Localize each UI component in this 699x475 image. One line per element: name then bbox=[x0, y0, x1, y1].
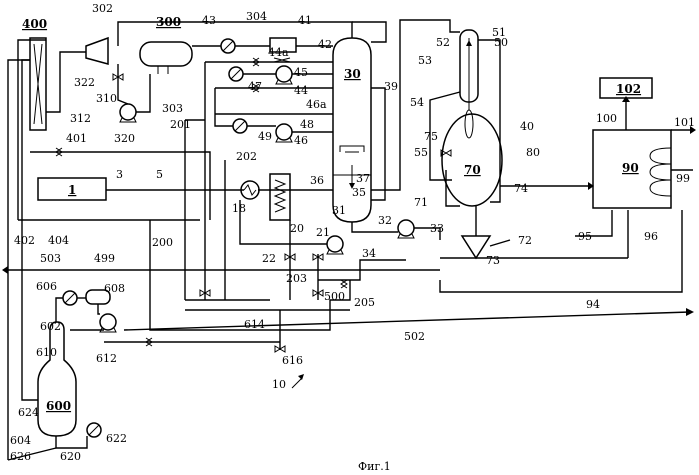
label-37: 37 bbox=[356, 172, 370, 185]
cooler-622 bbox=[87, 423, 101, 437]
label-21: 21 bbox=[316, 226, 330, 239]
unit-label-70: 70 bbox=[464, 163, 481, 177]
cooler-43 bbox=[221, 39, 235, 53]
label-608: 608 bbox=[104, 282, 125, 295]
label-616: 616 bbox=[282, 354, 303, 367]
label-71: 71 bbox=[414, 196, 428, 209]
label-612: 612 bbox=[96, 352, 117, 365]
pump-48 bbox=[276, 124, 292, 142]
label-44: 44 bbox=[294, 84, 308, 97]
label-201: 201 bbox=[170, 118, 191, 131]
label-402: 402 bbox=[14, 234, 35, 247]
label-43: 43 bbox=[202, 14, 216, 27]
label-33: 33 bbox=[430, 222, 444, 235]
label-624: 624 bbox=[18, 406, 39, 419]
label-80: 80 bbox=[526, 146, 540, 159]
exchanger-20 bbox=[270, 174, 290, 220]
label-45: 45 bbox=[294, 66, 308, 79]
label-39: 39 bbox=[384, 80, 398, 93]
unit-label-400: 400 bbox=[22, 17, 47, 31]
label-310: 310 bbox=[96, 92, 117, 105]
label-35: 35 bbox=[352, 186, 366, 199]
label-47: 47 bbox=[248, 80, 262, 93]
label-75: 75 bbox=[424, 130, 438, 143]
label-302: 302 bbox=[92, 2, 113, 15]
unit-label-1: 1 bbox=[68, 183, 76, 197]
label-99: 99 bbox=[676, 172, 690, 185]
label-303: 303 bbox=[162, 102, 183, 115]
label-304: 304 bbox=[246, 10, 267, 23]
label-604: 604 bbox=[10, 434, 31, 447]
cooler-49 bbox=[233, 119, 247, 133]
pump-33 bbox=[398, 220, 414, 238]
label-3: 3 bbox=[116, 168, 123, 181]
label-49: 49 bbox=[258, 130, 272, 143]
label-53: 53 bbox=[418, 54, 432, 67]
label-602: 602 bbox=[40, 320, 61, 333]
label-610: 610 bbox=[36, 346, 57, 359]
label-100: 100 bbox=[596, 112, 617, 125]
label-101: 101 bbox=[674, 116, 695, 129]
label-401: 401 bbox=[66, 132, 87, 145]
label-40: 40 bbox=[520, 120, 534, 133]
label-51: 51 bbox=[492, 26, 506, 39]
unit-label-102: 102 bbox=[616, 82, 641, 96]
cooler-47 bbox=[229, 67, 243, 81]
label-72: 72 bbox=[518, 234, 532, 247]
label-322: 322 bbox=[74, 76, 95, 89]
label-18: 18 bbox=[232, 202, 246, 215]
label-312: 312 bbox=[70, 112, 91, 125]
label-502: 502 bbox=[404, 330, 425, 343]
label-20: 20 bbox=[290, 222, 304, 235]
label-96: 96 bbox=[644, 230, 658, 243]
pump-320 bbox=[120, 104, 136, 122]
label-320: 320 bbox=[114, 132, 135, 145]
label-200: 200 bbox=[152, 236, 173, 249]
label-404: 404 bbox=[48, 234, 69, 247]
label-626: 626 bbox=[10, 450, 31, 463]
label-205: 205 bbox=[354, 296, 375, 309]
pump-45 bbox=[276, 66, 292, 84]
label-622: 622 bbox=[106, 432, 127, 445]
label-54: 54 bbox=[410, 96, 424, 109]
label-606: 606 bbox=[36, 280, 57, 293]
label-94: 94 bbox=[586, 298, 600, 311]
label-95: 95 bbox=[578, 230, 592, 243]
label-503: 503 bbox=[40, 252, 61, 265]
label-203: 203 bbox=[286, 272, 307, 285]
label-52: 52 bbox=[436, 36, 450, 49]
label-36: 36 bbox=[310, 174, 324, 187]
unit-label-90: 90 bbox=[622, 161, 639, 175]
label-48: 48 bbox=[300, 118, 314, 131]
unit-label-300: 300 bbox=[156, 15, 181, 29]
label-73: 73 bbox=[486, 254, 500, 267]
label-500: 500 bbox=[324, 290, 345, 303]
label-46a: 46a bbox=[306, 98, 327, 111]
label-41: 41 bbox=[298, 14, 312, 27]
label-31: 31 bbox=[332, 204, 346, 217]
label-22: 22 bbox=[262, 252, 276, 265]
cooler-606 bbox=[63, 291, 77, 305]
label-10: 10 bbox=[272, 378, 286, 391]
label-32: 32 bbox=[378, 214, 392, 227]
label-46: 46 bbox=[294, 134, 308, 147]
label-42: 42 bbox=[318, 38, 332, 51]
unit-label-600: 600 bbox=[46, 399, 71, 413]
label-34: 34 bbox=[362, 247, 376, 260]
label-5: 5 bbox=[156, 168, 163, 181]
label-499: 499 bbox=[94, 252, 115, 265]
drum-300 bbox=[140, 42, 192, 74]
label-202: 202 bbox=[236, 150, 257, 163]
unit-label-30: 30 bbox=[344, 67, 361, 81]
label-74: 74 bbox=[514, 182, 528, 195]
exchanger-400 bbox=[30, 38, 46, 130]
vessel-600 bbox=[38, 322, 76, 436]
label-614: 614 bbox=[244, 318, 265, 331]
compressor-322 bbox=[86, 38, 108, 64]
figure-caption: Фиг.1 bbox=[358, 460, 391, 473]
label-55: 55 bbox=[414, 146, 428, 159]
label-620: 620 bbox=[60, 450, 81, 463]
label-44a: 44a bbox=[268, 46, 289, 59]
